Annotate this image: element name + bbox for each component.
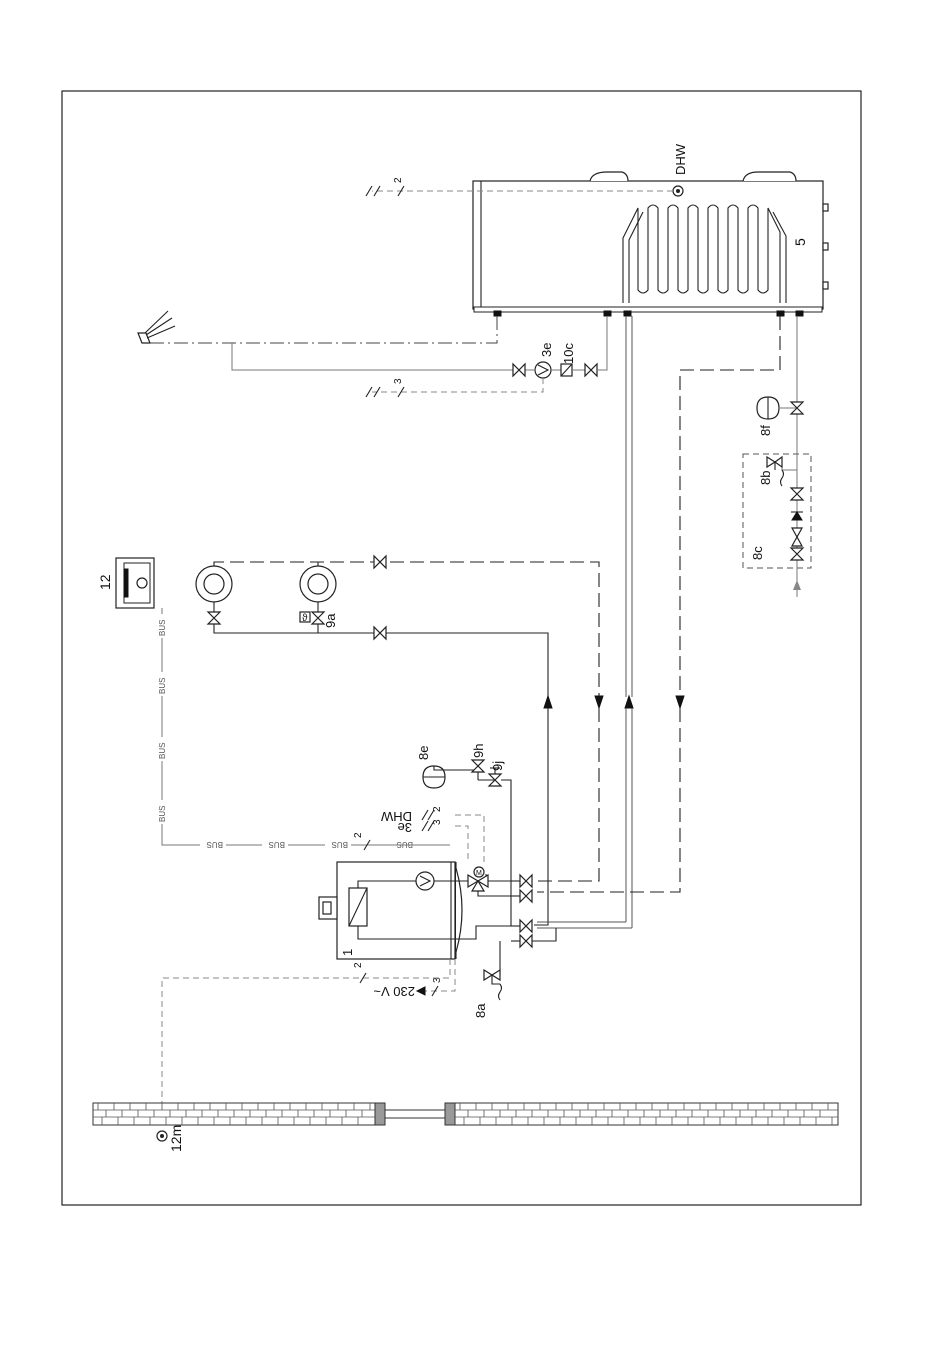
cable-cores-bus: 2 <box>353 832 364 838</box>
safety-valve-8a-label: 8a <box>473 1003 488 1018</box>
check-valve-10c-label: 10c <box>561 343 576 364</box>
check-valve-icon <box>561 364 572 376</box>
pump-3e-label: 3e <box>539 343 554 357</box>
tank-flow-arrow-icon <box>625 696 633 708</box>
cold-water-valve-2-icon <box>791 548 803 560</box>
flow-header-valve-icon <box>374 627 386 639</box>
bus-line-labels: BUS BUS BUS BUS BUS BUS BUS BUS <box>156 614 416 851</box>
dhw-circulation-valve-1-icon <box>513 364 525 376</box>
boiler-valve-3-icon <box>520 920 532 932</box>
non-return-valve-icon <box>791 512 803 520</box>
sensor-cores-label: 2 <box>353 962 364 968</box>
room-control-label: 12 <box>97 574 113 590</box>
dhw-sensor-icon <box>673 186 683 196</box>
cable-3e-label: 3e <box>398 820 412 835</box>
radiator-2-icon <box>300 566 336 602</box>
dhw-circulation-pump-icon <box>535 362 551 378</box>
three-way-valve-icon: M <box>468 867 488 891</box>
return-header-valve-icon <box>374 556 386 568</box>
power-supply-label: 230 V~ <box>373 984 415 999</box>
cable-cores-pump: 3 <box>393 378 404 384</box>
bus-label-1: BUS <box>158 620 167 636</box>
shower-head-icon <box>138 311 175 343</box>
bus-label-2: BUS <box>158 678 167 694</box>
dhw-storage-tank <box>473 172 828 316</box>
cable-cores-3e-boiler: 3 <box>432 819 443 825</box>
expansion-vessel-8f-label: 8f <box>758 425 773 436</box>
bus-label-7: BUS <box>332 840 348 849</box>
room-control-unit-icon <box>116 558 154 608</box>
outdoor-sensor-label: 12m <box>168 1125 184 1152</box>
cold-water-valve-1-icon <box>791 488 803 500</box>
valve-9h-label: 9h <box>471 744 486 758</box>
bus-label-5: BUS <box>207 840 223 849</box>
boiler-valve-1-icon <box>520 875 532 887</box>
safety-valve-8b-label: 8b <box>758 471 773 485</box>
dhw-circulation-valve-2-icon <box>585 364 597 376</box>
svg-text:M: M <box>476 870 482 877</box>
safety-group-label: 8c <box>750 546 765 560</box>
dhw-expansion-vessel-icon <box>757 397 779 419</box>
radiator-valve-9a-label: 9a <box>323 613 338 628</box>
cold-water-arrow-icon <box>793 580 801 590</box>
boiler-valve-2-icon <box>520 890 532 902</box>
pressure-reducer-icon <box>792 528 802 546</box>
bus-label-6: BUS <box>269 840 285 849</box>
bus-label-4: BUS <box>158 806 167 822</box>
boiler-valve-4-icon <box>520 935 532 947</box>
boiler-number: 1 <box>340 949 355 956</box>
outer-wall <box>93 1103 838 1125</box>
dhw-safety-valve-icon <box>767 457 782 470</box>
cable-cores-dhw: 2 <box>393 177 404 183</box>
tank-return-arrow-icon <box>676 696 684 708</box>
cable-cores-dhw-boiler: 2 <box>432 806 443 812</box>
valve-9j-label: 9j <box>490 761 505 771</box>
power-arrow-icon <box>417 987 425 995</box>
radiator-1-icon <box>196 566 232 602</box>
bus-label-3: BUS <box>158 743 167 759</box>
heating-safety-valve-icon <box>484 970 500 984</box>
expansion-vessel-8e-label: 8e <box>416 746 431 760</box>
outdoor-sensor-icon <box>157 1131 167 1141</box>
thermostatic-valve-icon: ϑ <box>300 612 324 624</box>
radiator-1-valve-icon <box>208 612 220 624</box>
return-arrow-down-icon <box>595 696 603 708</box>
tank-number: 5 <box>792 238 808 246</box>
flow-arrow-up-icon <box>544 696 552 708</box>
dhw-sensor-label: DHW <box>673 143 688 175</box>
valve-9h-icon <box>472 760 484 772</box>
svg-text:ϑ: ϑ <box>302 613 308 624</box>
boiler-pump-icon <box>416 872 434 890</box>
